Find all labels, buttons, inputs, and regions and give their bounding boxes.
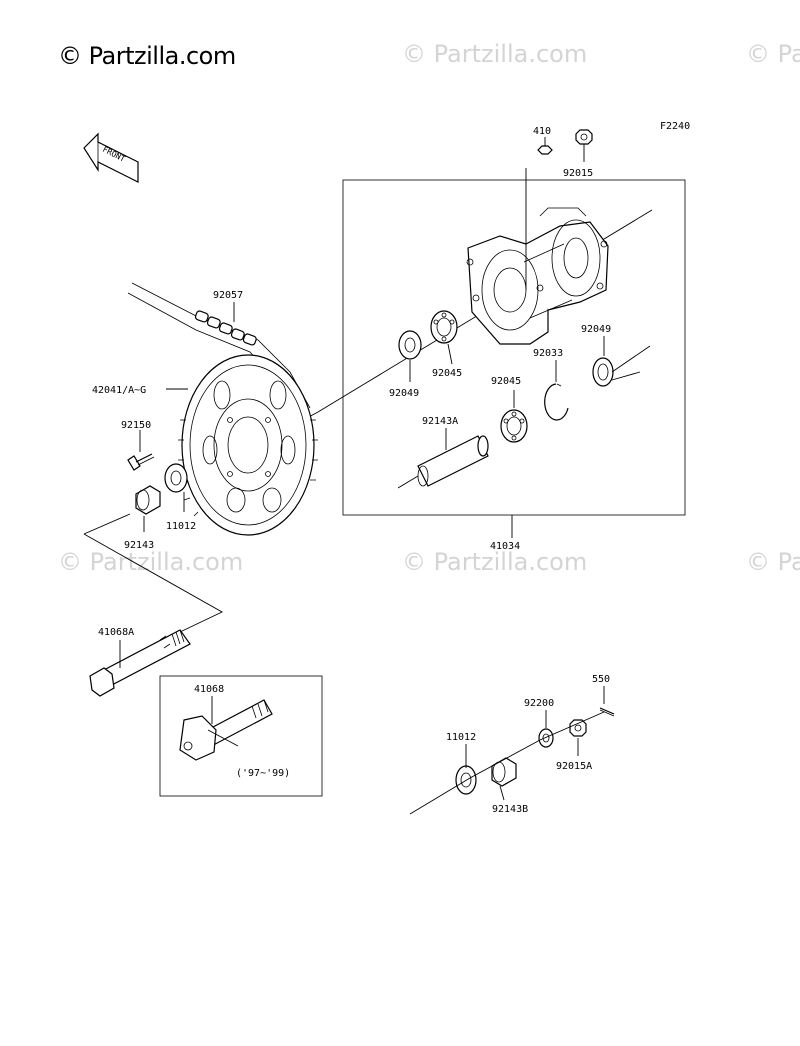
chain-link-92057 <box>194 310 257 346</box>
label-92143: 92143 <box>124 540 154 551</box>
circlip-92033 <box>544 383 569 421</box>
rear-hub <box>466 207 609 345</box>
watermark-mid-right: © Partzilla.com <box>746 548 800 576</box>
collar-92143 <box>135 485 161 515</box>
figure-code: F2240 <box>660 121 690 132</box>
seal-92049-left <box>398 330 422 360</box>
inset-year-note: ('97~'99) <box>236 768 290 779</box>
watermark-top-center: © Partzilla.com <box>402 40 588 68</box>
label-11012-left: 11012 <box>166 521 196 532</box>
label-550: 550 <box>592 674 610 685</box>
label-42041: 42041/A~G <box>92 385 146 396</box>
label-92143A: 92143A <box>422 416 458 427</box>
label-41068: 41068 <box>194 684 224 695</box>
inset-box-41068 <box>159 675 323 797</box>
seal-92049-right <box>592 357 614 387</box>
collar-92143A <box>417 435 489 487</box>
watermark-mid-center: © Partzilla.com <box>402 548 588 576</box>
label-92057: 92057 <box>213 290 243 301</box>
axle-41068A <box>89 629 191 697</box>
label-92045-upper: 92045 <box>432 368 462 379</box>
label-92033: 92033 <box>533 348 563 359</box>
label-92015A: 92015A <box>556 761 592 772</box>
nut-410 <box>537 145 553 155</box>
copyright-text: © Partzilla.com <box>58 42 236 70</box>
collar-92143B <box>491 757 517 787</box>
watermark-top-right: © Partzilla.com <box>746 40 800 68</box>
label-92200: 92200 <box>524 698 554 709</box>
front-direction-arrow-icon: FRONT <box>83 132 139 183</box>
label-92045-lower: 92045 <box>491 376 521 387</box>
washer-92200 <box>538 728 554 748</box>
bearing-92045-upper <box>430 310 458 344</box>
lower-axle-centerline <box>409 711 605 815</box>
hub-assembly-box <box>342 179 686 516</box>
label-11012-right: 11012 <box>446 732 476 743</box>
cotter-pin-550 <box>599 707 615 717</box>
label-92143B: 92143B <box>492 804 528 815</box>
label-92049-left: 92049 <box>389 388 419 399</box>
rear-sprocket <box>178 354 318 536</box>
label-41068A: 41068A <box>98 627 134 638</box>
nut-92015A <box>569 719 587 737</box>
bearing-92045-lower <box>500 409 528 443</box>
label-410: 410 <box>533 126 551 137</box>
bolt-92150 <box>127 453 155 471</box>
washer-11012-left <box>164 463 188 493</box>
label-92049-right: 92049 <box>581 324 611 335</box>
label-41034: 41034 <box>490 541 520 552</box>
axle-41068 <box>179 699 273 761</box>
label-92150: 92150 <box>121 420 151 431</box>
label-92015: 92015 <box>563 168 593 179</box>
nut-92015 <box>575 129 593 145</box>
